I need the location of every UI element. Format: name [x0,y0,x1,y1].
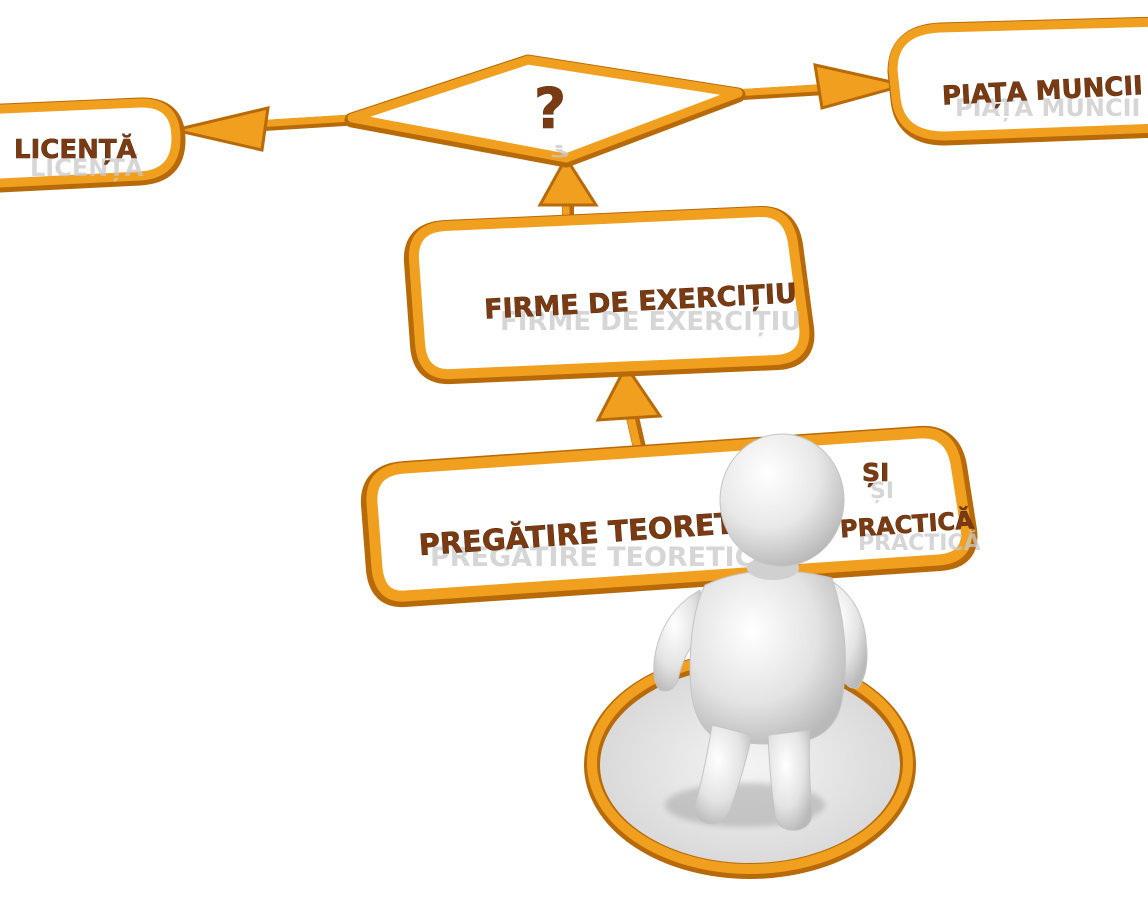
piata-reflection: PIAȚA MUNCII [955,94,1140,122]
connector-decision-to-licenta [174,106,358,152]
arrowhead-up-icon [595,363,663,422]
node-piata-muncii: PIAȚA MUNCII PIAȚA MUNCII [887,16,1148,146]
connector-firme-to-decision [537,155,599,218]
licenta-reflection: LICENȚĂ [30,152,144,182]
connector-decision-to-piata [729,63,906,110]
practica-reflection: PRACTICĂ [858,530,981,556]
connector-pregatire-to-firme [595,363,663,452]
node-pregatire-teoretica-si-practica: PREGĂTIRE TEORETICĂ PREGĂTIRE TEORETICĂ … [360,425,981,608]
person-head [719,433,845,567]
firme-reflection: FIRME DE EXERCIȚIU [500,307,801,337]
si-reflection: ȘI [870,479,894,504]
arrowhead-up-icon [537,155,599,207]
pregatire-reflection: PREGĂTIRE TEORETICĂ [430,541,775,573]
decision-question-mark: ? [534,77,566,142]
node-firme-de-exercitiu: FIRME DE EXERCIȚIU FIRME DE EXERCIȚIU [403,206,815,385]
node-licenta: LICENȚĂ LICENȚĂ [0,97,186,193]
si-label: ȘI [862,458,889,487]
decision-reflection: ? [549,141,571,161]
arrowhead-left-icon [174,106,270,152]
person-figure [653,433,868,831]
decision-diamond: ? ? [344,54,746,168]
licenta-label: LICENȚĂ [14,133,137,165]
arrowhead-right-icon [813,63,906,110]
